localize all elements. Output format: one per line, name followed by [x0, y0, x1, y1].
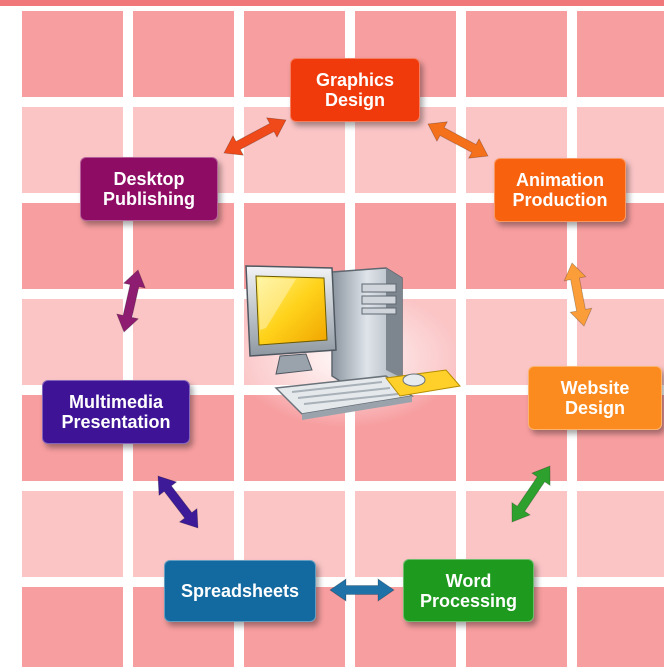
background-tile	[466, 11, 567, 97]
arrow-graphics-design-to-animation-production	[223, 117, 287, 156]
node-website-design: Website Design	[528, 366, 662, 430]
background-tile	[577, 11, 664, 97]
node-label: Graphics Design	[315, 70, 395, 110]
background-tile	[577, 491, 664, 577]
arrow-multimedia-presentation-to-desktop-publishing	[157, 475, 199, 529]
node-word-processing: Word Processing	[403, 559, 534, 622]
node-label: Desktop Publishing	[103, 169, 195, 209]
node-label: Website Design	[560, 378, 630, 418]
arrow-animation-production-to-website-design	[427, 121, 489, 159]
background-tile	[22, 11, 123, 97]
background-tile	[22, 299, 123, 385]
background-tile	[22, 491, 123, 577]
arrow-website-design-to-word-processing	[563, 262, 593, 327]
arrow-word-processing-to-spreadsheets	[511, 465, 551, 523]
node-spreadsheets: Spreadsheets	[164, 560, 316, 622]
node-label: Multimedia Presentation	[61, 392, 171, 432]
node-label: Word Processing	[419, 570, 518, 611]
node-label: Animation Production	[512, 170, 608, 210]
desktop-computer-icon	[236, 265, 461, 428]
background-tile	[133, 11, 234, 97]
background-tile	[22, 587, 123, 667]
node-graphics-design: Graphics Design	[290, 58, 420, 122]
node-multimedia-presentation: Multimedia Presentation	[42, 380, 190, 444]
top-accent-bar	[0, 0, 664, 6]
node-label: Spreadsheets	[180, 581, 300, 601]
arrow-spreadsheets-to-multimedia-presentation	[329, 578, 395, 602]
background-tile	[133, 299, 234, 385]
node-desktop-publishing: Desktop Publishing	[80, 157, 218, 221]
arrow-desktop-publishing-to-graphics-design	[116, 269, 146, 333]
background-tile	[577, 587, 664, 667]
node-animation-production: Animation Production	[494, 158, 626, 222]
